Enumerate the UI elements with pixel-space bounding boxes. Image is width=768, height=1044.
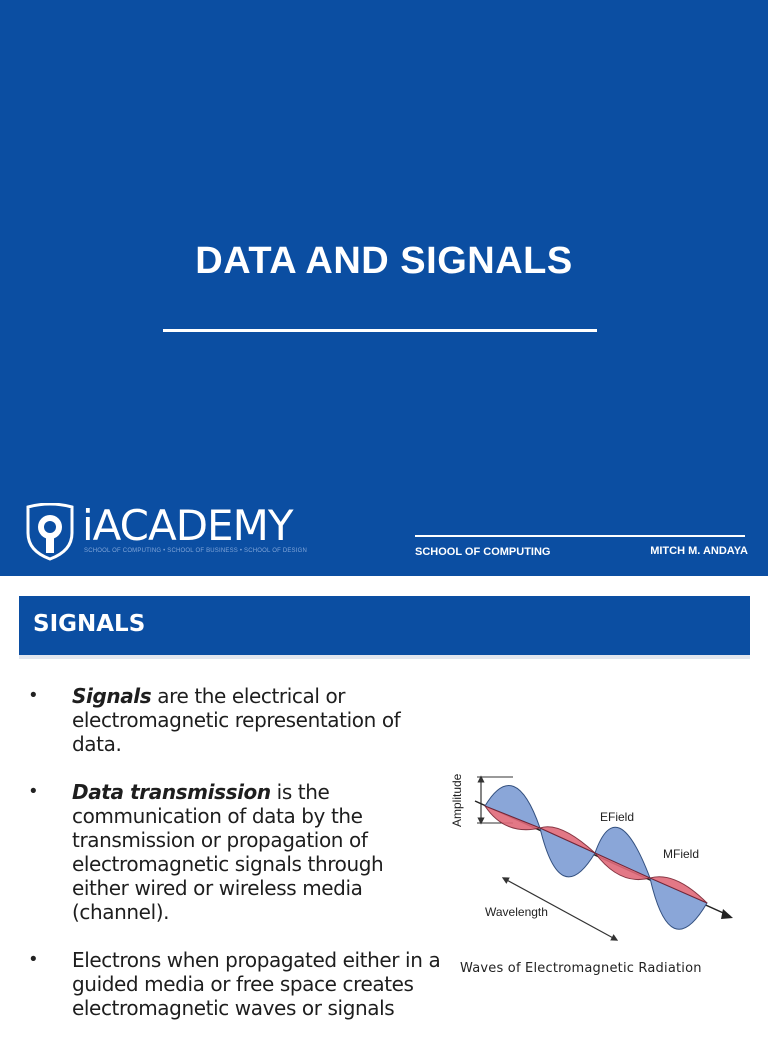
signals-slide: SIGNALS • Signals are the electrical or …: [0, 576, 768, 1024]
bullet-icon: •: [30, 685, 37, 706]
bullet-item: • Electrons when propagated either in a …: [30, 948, 450, 1020]
wavelength-label: Wavelength: [485, 905, 548, 919]
em-wave-figure: Amplitude Wavelength EField MField: [445, 761, 745, 981]
footer-divider: [415, 535, 745, 537]
bullet-item: • Signals are the electrical or electrom…: [30, 684, 450, 756]
bullet-body: is the communication of data by the tran…: [72, 780, 384, 924]
bullet-item: • Data transmission is the communication…: [30, 780, 450, 924]
bullet-icon: •: [30, 781, 37, 802]
em-wave-diagram: Amplitude Wavelength EField MField: [450, 773, 733, 941]
slide-header-title: SIGNALS: [33, 611, 146, 637]
title-slide: DATA AND SIGNALS iACADEMY SCHOOL OF COMP…: [0, 0, 768, 576]
mfield-label: MField: [663, 847, 699, 861]
bullet-term: Signals: [72, 684, 152, 708]
title-divider: [163, 329, 597, 332]
bullet-body: are the electrical or electromagnetic re…: [72, 684, 401, 756]
bullet-list: • Signals are the electrical or electrom…: [30, 684, 450, 1044]
header-shadow: [19, 655, 750, 659]
iacademy-emblem-icon: [26, 503, 74, 561]
logo-wordmark: iACADEMY: [82, 501, 293, 550]
bullet-term: Data transmission: [72, 780, 271, 804]
bullet-body: Electrons when propagated either in a gu…: [72, 948, 441, 1020]
amplitude-label: Amplitude: [450, 773, 464, 827]
logo-tagline: SCHOOL OF COMPUTING • SCHOOL OF BUSINESS…: [84, 548, 308, 554]
slide-header: SIGNALS: [19, 596, 750, 655]
figure-caption: Waves of Electromagnetic Radiation: [460, 961, 702, 976]
slide-title: DATA AND SIGNALS: [195, 240, 573, 282]
efield-label: EField: [600, 810, 634, 824]
bullet-icon: •: [30, 949, 37, 970]
footer-author: MITCH M. ANDAYA: [650, 545, 748, 557]
footer-school: SCHOOL OF COMPUTING: [415, 546, 551, 558]
